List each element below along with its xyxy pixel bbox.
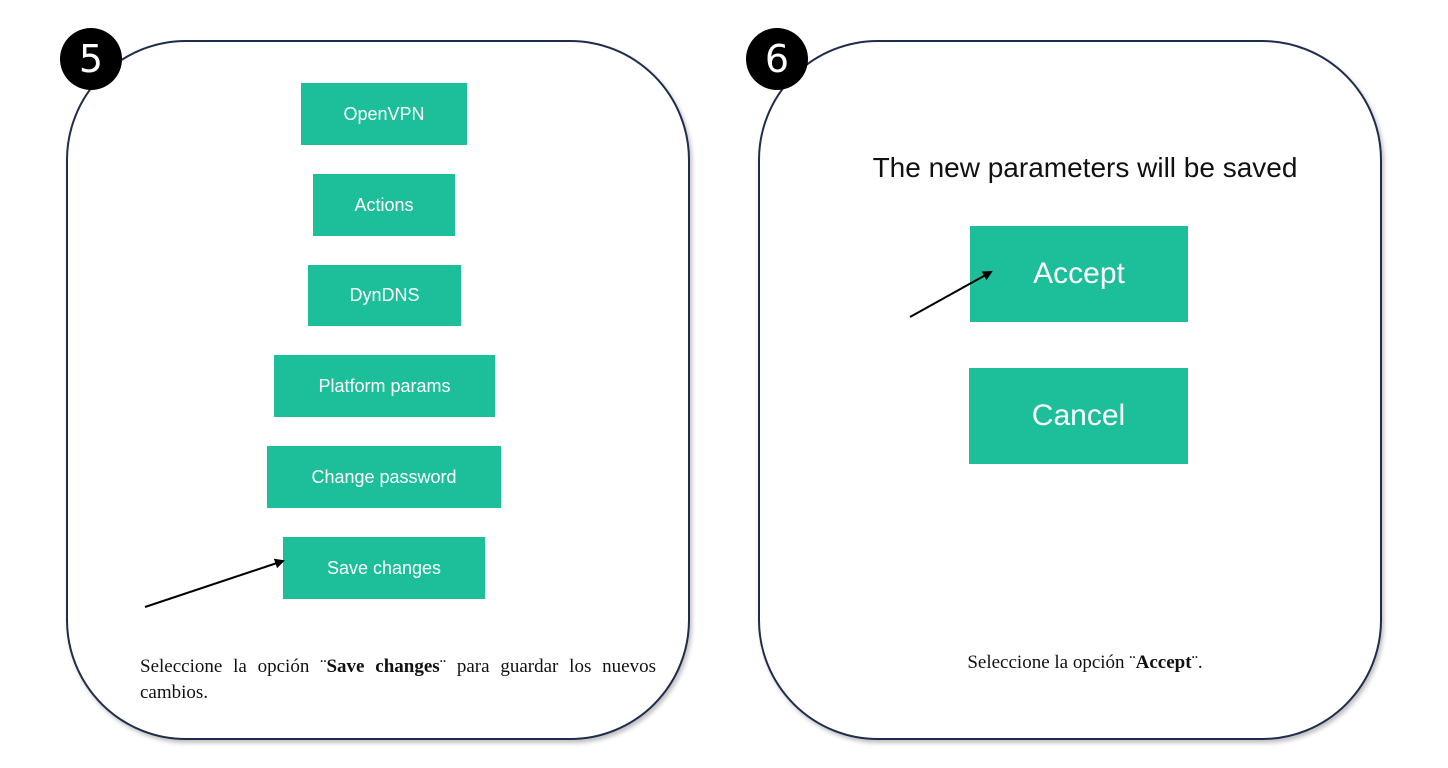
step-5-caption-bold: Save changes xyxy=(326,656,440,677)
change-password-button[interactable]: Change password xyxy=(267,446,501,508)
step-5-caption-prefix: Seleccione la opción ¨ xyxy=(140,656,327,677)
step-6-caption-bold: Accept xyxy=(1135,652,1192,673)
step-6-caption: Seleccione la opción ¨Accept¨. xyxy=(870,650,1300,676)
step-5-badge: 5 xyxy=(60,28,122,90)
dyndns-button[interactable]: DynDNS xyxy=(308,265,461,326)
openvpn-button[interactable]: OpenVPN xyxy=(301,83,467,145)
platform-params-button[interactable]: Platform params xyxy=(274,355,495,417)
step-6-badge: 6 xyxy=(746,28,808,90)
step-6-caption-prefix: Seleccione la opción ¨ xyxy=(967,652,1136,673)
step-5-caption-suffix: ¨ para guardar los nuevos cambios. xyxy=(140,656,656,703)
dialog-heading: The new parameters will be saved xyxy=(872,152,1298,183)
save-changes-button[interactable]: Save changes xyxy=(283,537,485,599)
actions-button[interactable]: Actions xyxy=(313,174,455,236)
cancel-button[interactable]: Cancel xyxy=(969,368,1188,464)
step-5-caption: Seleccione la opción ¨Save changes¨ para… xyxy=(140,654,656,706)
accept-button[interactable]: Accept xyxy=(970,226,1188,322)
step-6-caption-suffix: ¨. xyxy=(1191,652,1203,673)
